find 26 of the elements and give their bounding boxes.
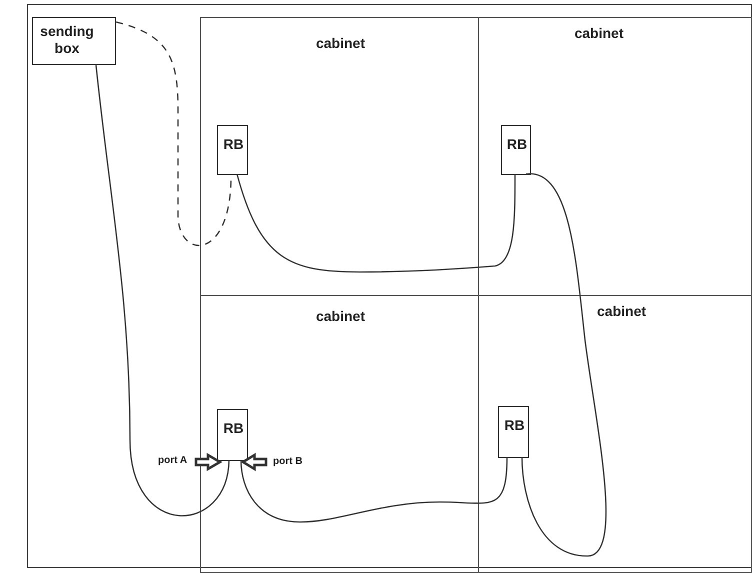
box-label: RB	[503, 417, 526, 434]
cabinet-box	[200, 17, 479, 296]
cable-line	[240, 456, 508, 523]
cabinet-box	[478, 295, 752, 573]
rb-box	[498, 406, 529, 458]
cabinet-label: cabinet	[314, 308, 366, 325]
block-arrow	[240, 452, 268, 472]
cable-line	[95, 64, 230, 516]
cabinet-label: cabinet	[314, 35, 366, 52]
cable-line	[116, 21, 232, 246]
box-label: RB	[222, 136, 245, 153]
cable-line	[521, 173, 606, 557]
cabinet-box	[478, 17, 752, 296]
box-label: RB	[506, 136, 528, 153]
rb-box	[217, 409, 248, 461]
port-label: port B	[273, 456, 304, 468]
sending-box	[32, 17, 116, 65]
box-label: sending box	[39, 23, 95, 57]
cabinet-label: cabinet	[597, 303, 648, 320]
rb-box	[217, 125, 248, 175]
cabinet-label: cabinet	[573, 25, 624, 42]
block-arrow	[194, 452, 222, 472]
cable-line	[236, 174, 516, 273]
box-label: RB	[222, 420, 245, 437]
port-label: port A	[158, 455, 188, 467]
rb-box	[501, 125, 531, 175]
